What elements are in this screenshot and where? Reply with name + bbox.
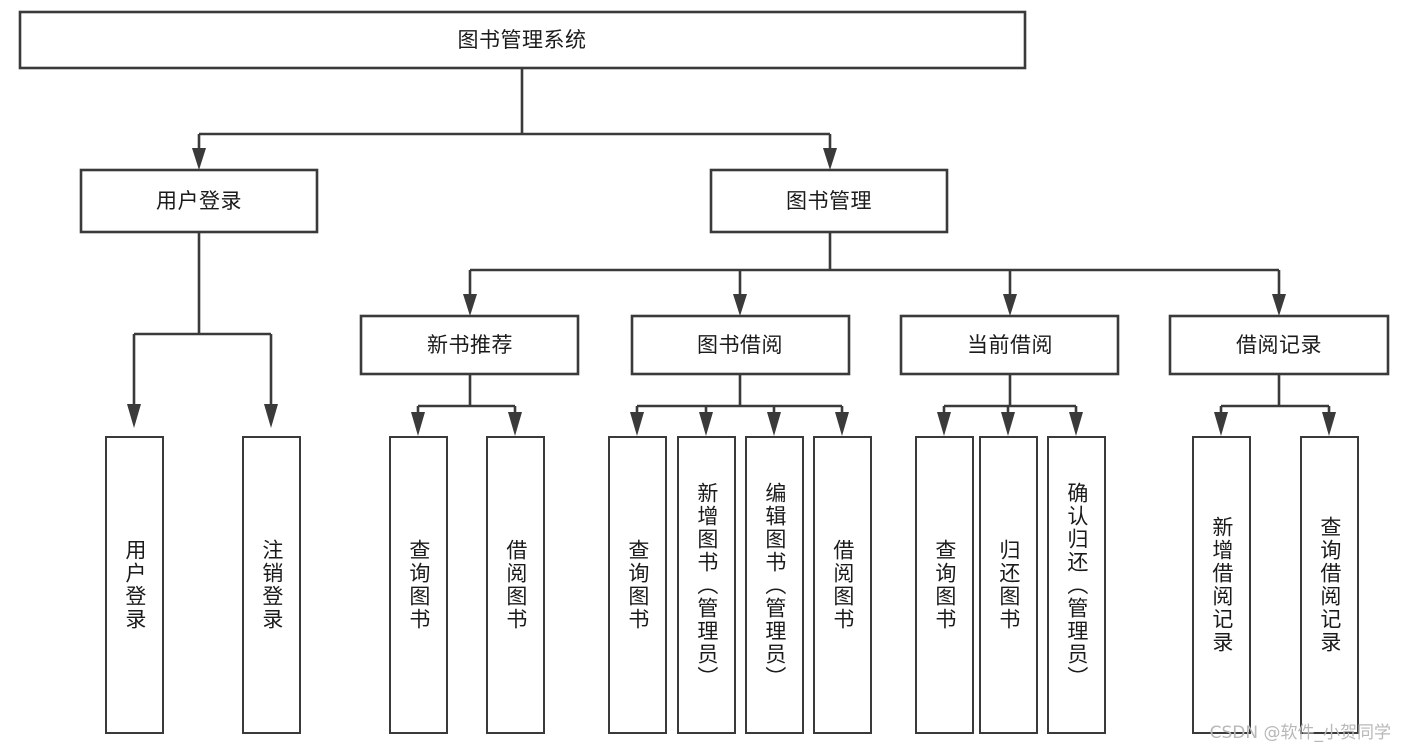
node-leaf-logout-login[interactable]: 注销登录 <box>242 436 301 734</box>
arrowhead-leaf-user-login <box>127 404 141 428</box>
node-book-management-label: 图书管理 <box>786 189 872 213</box>
node-root-label: 图书管理系统 <box>458 28 587 52</box>
arrowhead-borrow-record <box>1272 294 1286 316</box>
node-book-management-box[interactable] <box>709 168 949 234</box>
node-leaf-add-book-label: 新增图书（管理员） <box>694 481 719 689</box>
node-leaf-return-book[interactable]: 归还图书 <box>979 436 1038 734</box>
node-leaf-borrow-book-1-label: 借阅图书 <box>503 539 528 631</box>
node-leaf-borrow-book-2[interactable]: 借阅图书 <box>813 436 872 734</box>
node-leaf-query-book-3[interactable]: 查询图书 <box>915 436 974 734</box>
node-leaf-add-book[interactable]: 新增图书（管理员） <box>677 436 736 734</box>
node-user-login-box[interactable] <box>79 168 319 234</box>
node-leaf-user-login[interactable]: 用户登录 <box>105 436 164 734</box>
arrowhead-new-book-recommend <box>463 294 477 316</box>
arrowhead-book-management <box>823 148 837 170</box>
arrowhead-leaf-query-book-1 <box>411 412 425 436</box>
node-book-borrow[interactable]: 图书借阅 <box>630 314 851 376</box>
arrowhead-leaf-borrow-book-2 <box>835 412 849 436</box>
arrowhead-leaf-return-book <box>1001 412 1015 436</box>
arrowhead-leaf-add-book <box>699 412 713 436</box>
node-leaf-query-borrow-record[interactable]: 查询借阅记录 <box>1300 436 1359 734</box>
arrowhead-book-borrow <box>733 294 747 316</box>
arrowhead-leaf-query-borrow-record <box>1322 412 1336 436</box>
arrowhead-leaf-query-book-2 <box>630 412 644 436</box>
arrowhead-leaf-confirm-return <box>1069 412 1083 436</box>
node-leaf-query-book-1-label: 查询图书 <box>406 539 431 631</box>
arrowhead-leaf-borrow-book-1 <box>508 412 522 436</box>
node-borrow-record[interactable]: 借阅记录 <box>1168 314 1390 376</box>
node-leaf-query-book-2[interactable]: 查询图书 <box>608 436 667 734</box>
node-leaf-query-book-1[interactable]: 查询图书 <box>389 436 448 734</box>
node-leaf-add-borrow-record[interactable]: 新增借阅记录 <box>1192 436 1251 734</box>
node-leaf-query-book-2-label: 查询图书 <box>625 539 650 631</box>
node-new-book-recommend[interactable]: 新书推荐 <box>359 314 580 376</box>
node-new-book-recommend-box[interactable] <box>359 314 580 376</box>
node-root-box[interactable] <box>18 10 1027 70</box>
watermark: CSDN @软件_小贺同学 <box>1209 723 1391 743</box>
node-leaf-return-book-label: 归还图书 <box>996 539 1021 631</box>
node-current-borrow[interactable]: 当前借阅 <box>899 314 1120 376</box>
arrowhead-user-login <box>192 148 206 170</box>
node-leaf-query-book-3-label: 查询图书 <box>932 539 957 631</box>
node-new-book-recommend-label: 新书推荐 <box>427 333 513 357</box>
node-leaf-borrow-book-2-label: 借阅图书 <box>830 539 855 631</box>
node-leaf-query-borrow-record-label: 查询借阅记录 <box>1317 516 1342 654</box>
arrowhead-leaf-query-book-3 <box>937 412 951 436</box>
node-user-login[interactable]: 用户登录 <box>79 168 319 234</box>
node-root[interactable]: 图书管理系统 <box>18 10 1027 70</box>
node-leaf-edit-book-label: 编辑图书（管理员） <box>762 481 787 689</box>
node-leaf-borrow-book-1[interactable]: 借阅图书 <box>486 436 545 734</box>
arrowhead-leaf-edit-book <box>767 412 781 436</box>
node-leaf-confirm-return[interactable]: 确认归还（管理员） <box>1047 436 1106 734</box>
node-leaf-confirm-return-label: 确认归还（管理员） <box>1064 481 1089 689</box>
node-user-login-label: 用户登录 <box>156 189 242 213</box>
arrowhead-leaf-add-borrow-record <box>1214 412 1228 436</box>
node-leaf-add-borrow-record-label: 新增借阅记录 <box>1209 516 1234 654</box>
node-leaf-user-login-label: 用户登录 <box>122 539 147 631</box>
node-book-borrow-label: 图书借阅 <box>697 333 783 357</box>
node-leaf-logout-login-label: 注销登录 <box>259 539 284 631</box>
node-book-borrow-box[interactable] <box>630 314 851 376</box>
node-current-borrow-box[interactable] <box>899 314 1120 376</box>
connectors <box>127 68 1336 436</box>
node-current-borrow-label: 当前借阅 <box>967 333 1053 357</box>
node-borrow-record-box[interactable] <box>1168 314 1390 376</box>
arrowhead-current-borrow <box>1003 294 1017 316</box>
node-book-management[interactable]: 图书管理 <box>709 168 949 234</box>
node-borrow-record-label: 借阅记录 <box>1236 333 1322 357</box>
arrowhead-leaf-logout-login <box>264 404 278 428</box>
node-leaf-edit-book[interactable]: 编辑图书（管理员） <box>745 436 804 734</box>
